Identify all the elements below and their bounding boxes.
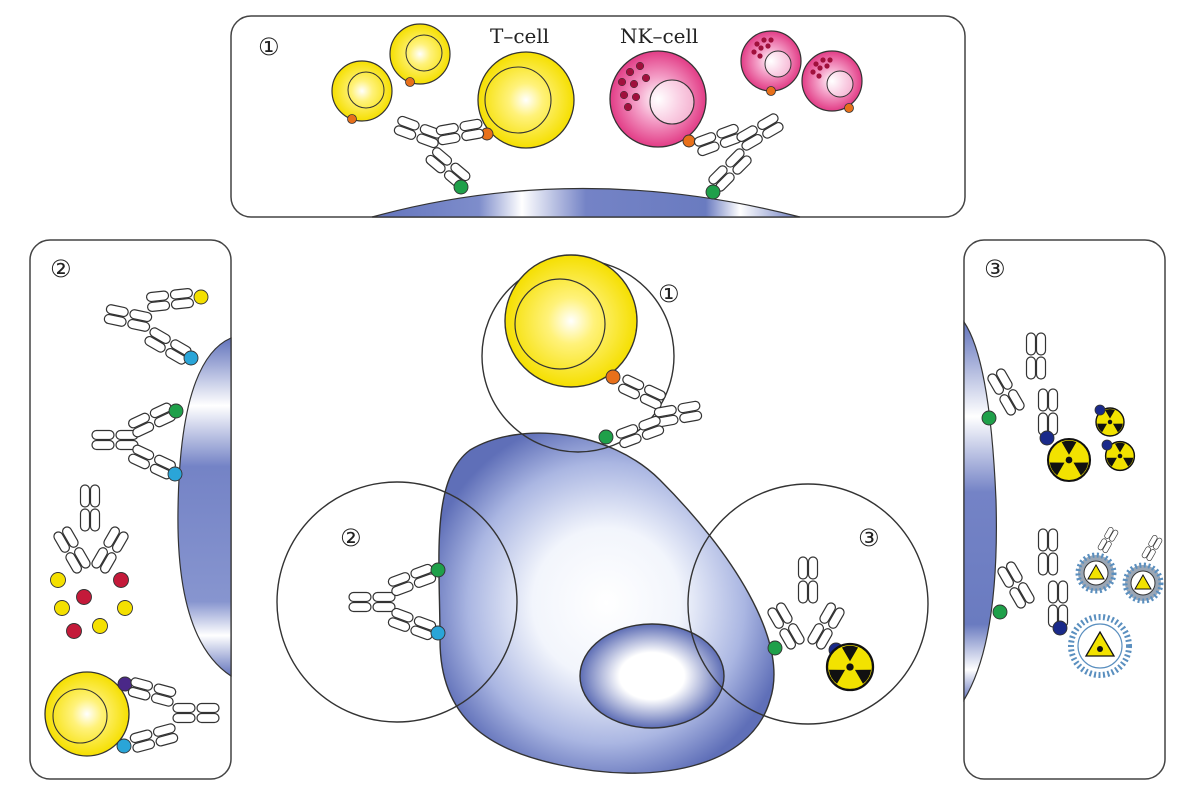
drug-payload <box>50 572 133 639</box>
zoom-number-1: ① <box>658 280 680 308</box>
bispecific-antibody <box>693 112 785 200</box>
t-cell-small <box>389 23 451 87</box>
panel-radio-conjugate: ③ <box>963 239 1166 780</box>
radiation-icon <box>1046 404 1136 483</box>
panel-number-2: ② <box>50 255 72 283</box>
nk-cell-small <box>740 30 802 96</box>
t-cell-small <box>331 60 393 124</box>
nucleus <box>579 623 725 729</box>
t-cell <box>477 51 575 149</box>
antibody <box>992 529 1068 636</box>
antibody <box>92 402 184 482</box>
bispecific-antibody <box>598 374 702 449</box>
antibody <box>349 562 446 641</box>
liposome-icon <box>1068 614 1132 678</box>
tumor-membrane <box>371 187 801 218</box>
zoom-number-3: ③ <box>858 524 880 552</box>
antibody <box>104 288 209 366</box>
panel-immune-effector: ① T–cell <box>230 15 966 218</box>
central-tumor-cell <box>438 432 775 774</box>
nk-cell-label: NK–cell <box>620 24 698 48</box>
radiation-icon <box>825 642 875 692</box>
bispecific-antibody <box>393 115 484 195</box>
liposome-icon <box>1075 526 1119 594</box>
panel-drug-conjugate: ② <box>29 239 232 780</box>
antibody <box>981 333 1058 446</box>
panel-number-3: ③ <box>984 255 1006 283</box>
zoom-circle-3 <box>687 483 929 725</box>
zoom-number-2: ② <box>340 524 362 552</box>
zoom-circle-2 <box>276 481 518 723</box>
antibody <box>766 557 845 658</box>
nk-cell <box>609 50 707 148</box>
t-cell-label: T–cell <box>490 24 549 48</box>
liposome-icon <box>1122 534 1164 604</box>
t-cell <box>44 671 133 757</box>
nk-cell-small <box>801 50 863 113</box>
t-cell <box>504 254 638 388</box>
tumor-membrane <box>177 337 232 678</box>
panel-number-1: ① <box>258 33 280 61</box>
